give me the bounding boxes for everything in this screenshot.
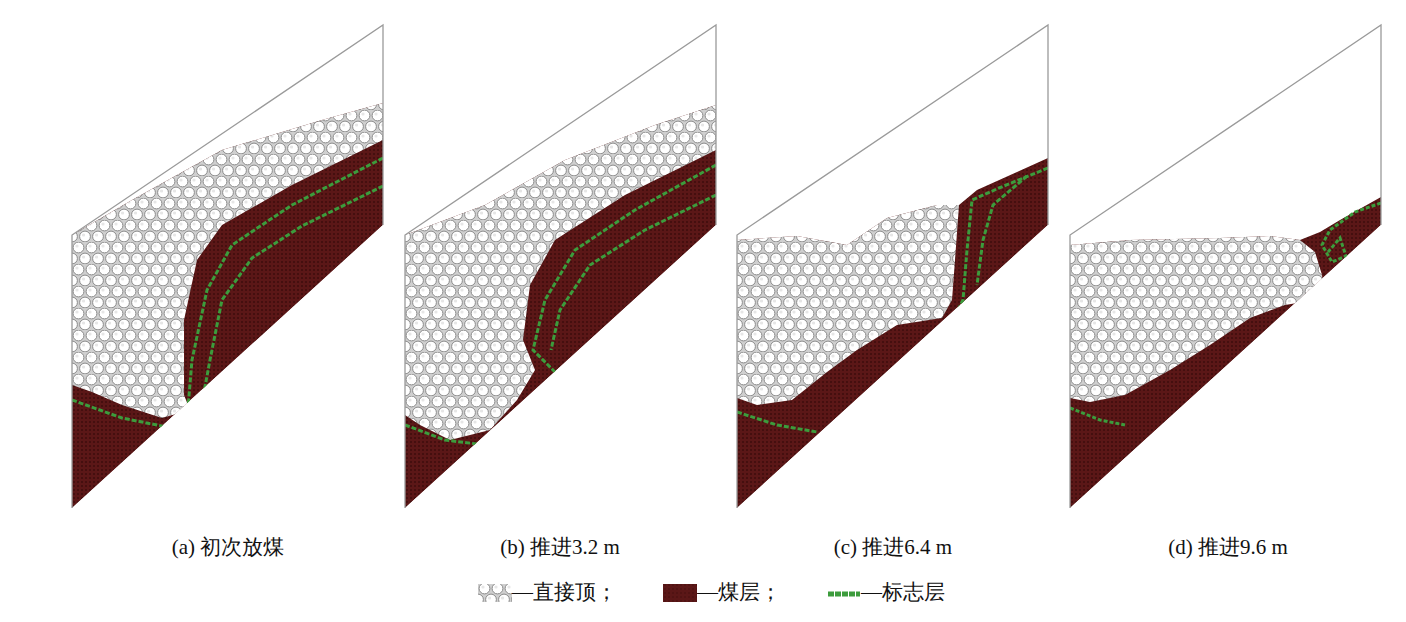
swatch-fill [663,584,697,602]
marker-layer [977,176,1027,285]
legend-item: —煤层； [663,580,781,605]
marker-layer [405,425,485,445]
legend-text: —标志层 [861,580,945,605]
immediate-roof [737,205,959,405]
model-frame [1070,25,1381,508]
marker-layer [204,186,383,392]
coal-seam [72,103,383,508]
marker-layer [1070,408,1125,425]
coal-seam [405,105,716,508]
panel-a [72,25,383,508]
panel-c [737,25,1048,508]
model-frame [405,25,716,508]
coal-seam [1070,197,1381,508]
panel-d [1070,25,1381,508]
legend-text: —煤层； [697,580,781,605]
legend-text: —直接顶； [512,580,617,605]
swatch-pattern [478,584,512,602]
swatch-line [828,591,860,596]
legend-swatch [663,583,697,603]
panel-caption: (c) 推进6.4 m [834,535,952,560]
panel-b [405,25,716,508]
legend-swatch [478,583,512,603]
panel-caption: (d) 推进9.6 m [1168,535,1288,560]
marker-layer [551,195,716,350]
model-frame [72,25,383,508]
legend: —直接顶； —煤层； —标志层 [478,580,945,605]
model-frame [737,25,1048,508]
marker-layer [737,412,817,432]
coal-seam [737,158,1048,508]
marker-layer [1322,203,1381,262]
legend-swatch [827,583,861,603]
legend-item: —直接顶； [478,580,617,605]
immediate-roof [1070,236,1324,402]
swatch-texture [663,584,697,602]
immediate-roof [72,103,383,418]
marker-layer [72,400,172,428]
marker-layer [533,165,716,378]
immediate-roof [405,105,716,440]
legend-item: —标志层 [827,580,945,605]
panel-caption: (b) 推进3.2 m [500,535,620,560]
panel-caption: (a) 初次放煤 [172,535,285,560]
marker-layer [953,168,1048,320]
marker-layer [1336,272,1346,300]
marker-layer [188,158,383,420]
